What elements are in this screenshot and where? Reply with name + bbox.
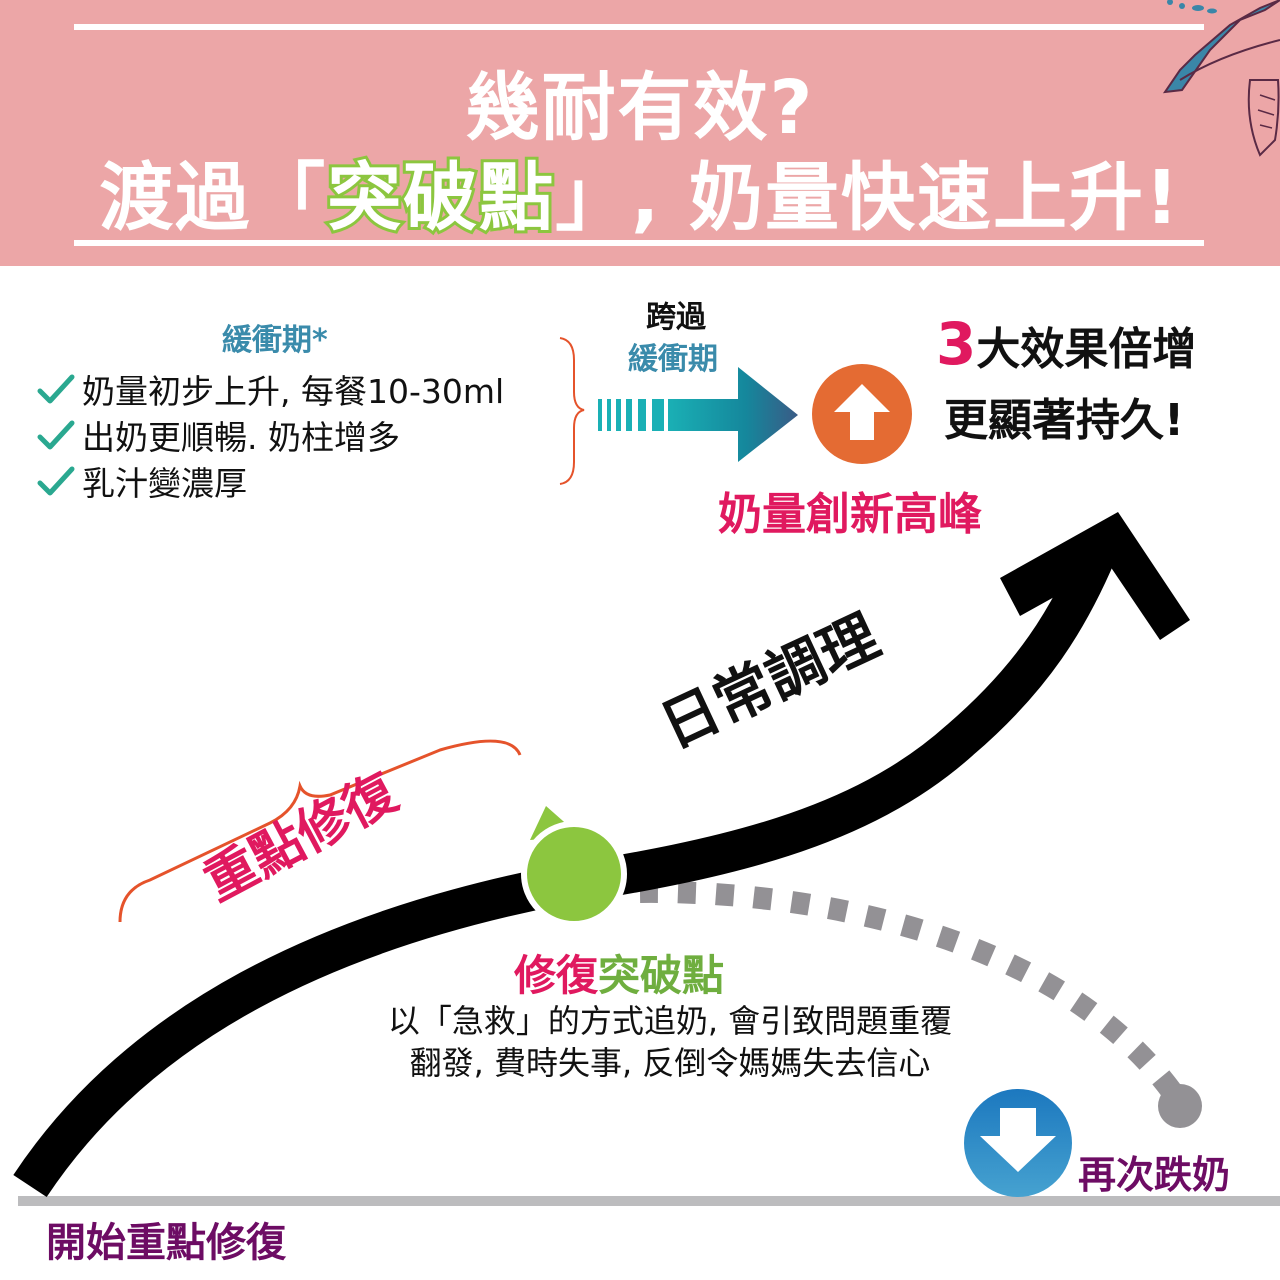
start-repair-label: 開始重點修復	[46, 1220, 286, 1266]
check-icon	[37, 374, 75, 404]
growth-curve	[13, 532, 1121, 1198]
effects-number: 3	[936, 310, 977, 378]
buffer-period-label: 緩衝期	[628, 342, 718, 377]
list-item: 奶量初步上升, 每餐10-30ml	[36, 366, 504, 412]
breakthrough-title: 修復突破點	[514, 942, 724, 1003]
list-item-text: 乳汁變濃厚	[82, 464, 247, 503]
effects-text: 大效果倍增	[976, 324, 1197, 375]
title-prefix: 渡過「	[99, 155, 328, 241]
list-item-text: 出奶更順暢. 奶柱增多	[82, 418, 400, 457]
header-bottom-rule	[74, 240, 1204, 246]
effects-heading: 3大效果倍增	[936, 310, 1196, 378]
breakthrough-point-icon	[521, 806, 627, 927]
focus-repair-brace-icon	[118, 739, 522, 923]
list-item-text: 奶量初步上升, 每餐10-30ml	[82, 372, 505, 411]
breakthrough-title-repair: 修復	[514, 951, 599, 1000]
title-highlight: 突破點	[324, 152, 556, 244]
decline-dashed-path	[639, 880, 1188, 1107]
growth-arrowhead-icon	[1000, 512, 1190, 640]
check-icon	[37, 466, 75, 496]
header-top-rule	[74, 24, 1204, 30]
baseline	[18, 1196, 1280, 1206]
effects-subheading: 更顯著持久!	[944, 395, 1185, 446]
title-line-1: 幾耐有效?	[465, 65, 815, 151]
curly-brace-icon	[559, 337, 585, 485]
cross-label: 跨過	[646, 300, 706, 335]
list-item: 出奶更順暢. 奶柱增多	[36, 412, 504, 458]
breakthrough-title-point: 突破點	[598, 951, 725, 1000]
breakthrough-description: 以「急救」的方式追奶, 會引致問題重覆翻發, 費時失事, 反倒令媽媽失去信心	[387, 1002, 953, 1082]
decline-end-dot	[1158, 1084, 1202, 1128]
check-icon	[37, 420, 75, 450]
header-banner: 幾耐有效? 渡過「突破點」, 奶量快速上升!	[0, 0, 1280, 266]
leaf-decoration-icon	[1162, 0, 1280, 157]
title-suffix: 」, 奶量快速上升!	[555, 155, 1181, 241]
milk-drop-label: 再次跌奶	[1078, 1153, 1231, 1197]
down-arrow-circle-icon	[964, 1089, 1072, 1197]
up-arrow-circle-icon	[812, 364, 912, 464]
benefit-list: 奶量初步上升, 每餐10-30ml 出奶更順暢. 奶柱增多 乳汁變濃厚	[36, 366, 504, 504]
title-line-2: 渡過「突破點」, 奶量快速上升!	[0, 138, 1280, 245]
peak-label: 奶量創新高峰	[718, 489, 982, 540]
list-item: 乳汁變濃厚	[36, 458, 504, 504]
forward-arrow-icon	[598, 367, 798, 462]
buffer-period-title: 緩衝期*	[222, 323, 328, 358]
